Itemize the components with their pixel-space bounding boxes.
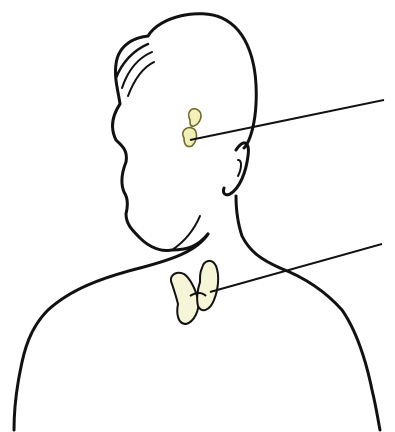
neck-back (236, 196, 280, 268)
ear-outline (223, 143, 248, 195)
head-outline (148, 14, 256, 148)
thyroid-leader-line (210, 244, 382, 292)
ear-inner (238, 160, 241, 176)
shoulder-left (14, 234, 208, 430)
pituitary-gland[interactable] (183, 109, 201, 147)
shoulder-right (280, 268, 380, 430)
hair-strand (122, 52, 152, 88)
pituitary-leader-line (190, 100, 384, 140)
